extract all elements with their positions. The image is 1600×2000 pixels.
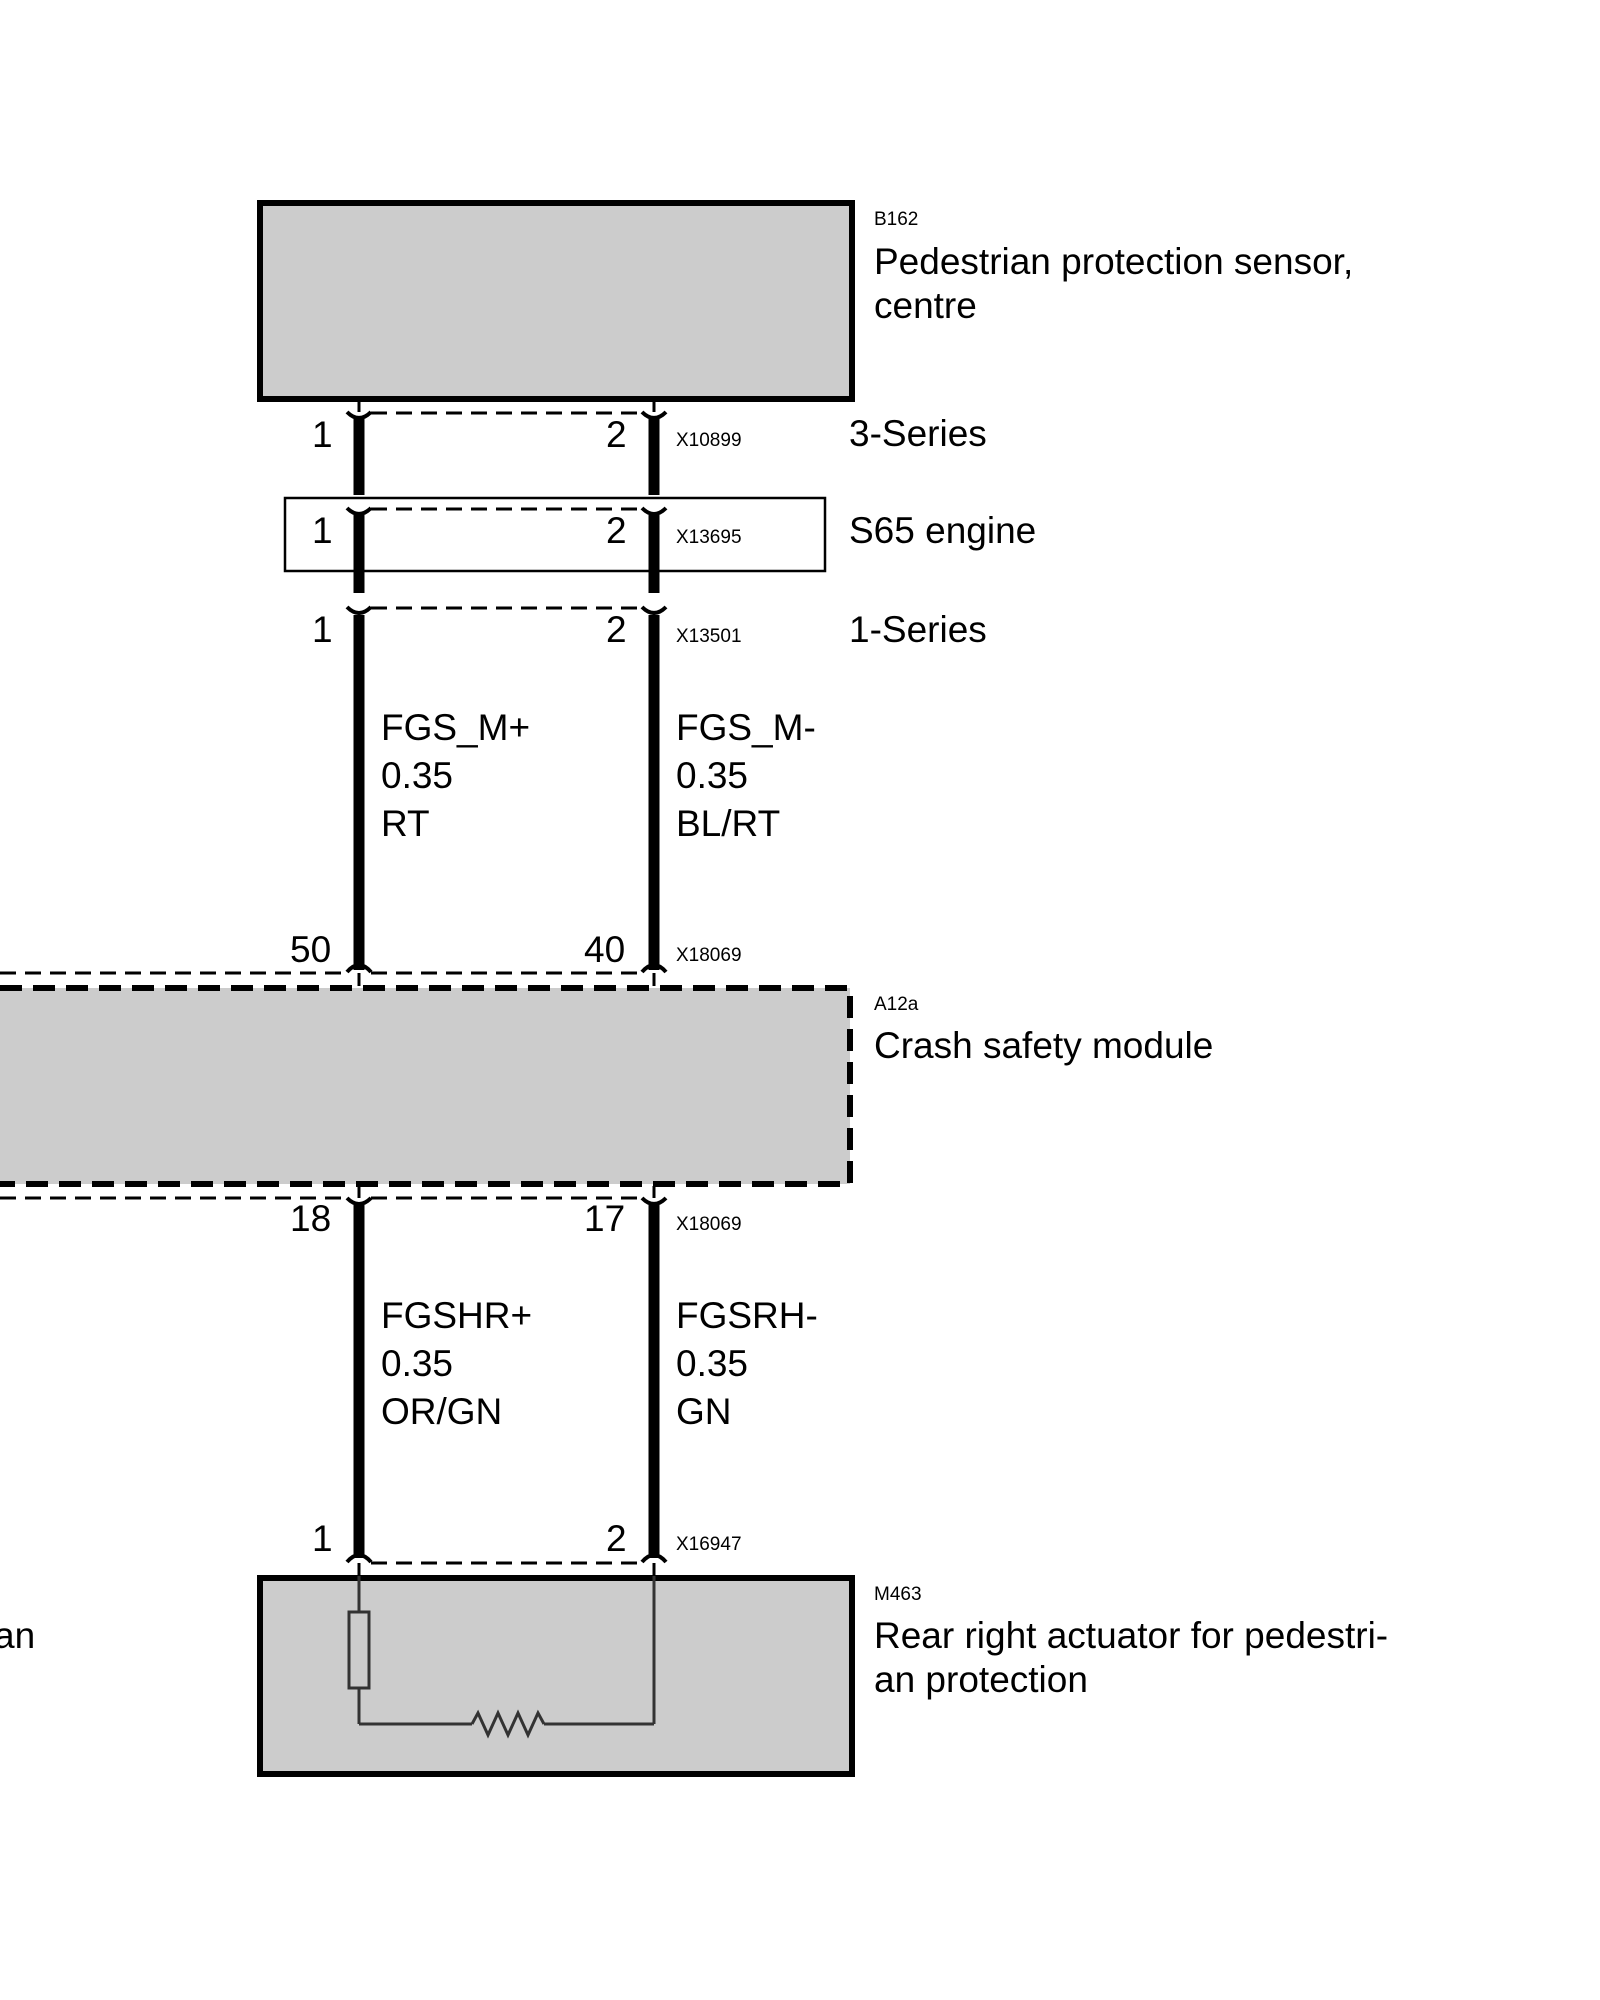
resistor-symbol <box>470 1709 546 1739</box>
a12a-name: Crash safety module <box>874 1025 1213 1066</box>
x13695-code: X13695 <box>676 527 742 548</box>
x13695-variant: S65 engine <box>849 510 1036 551</box>
m463-name-line2: an protection <box>874 1659 1088 1700</box>
x16947-pin-right: 2 <box>606 1518 627 1559</box>
wire-upper-right-color: BL/RT <box>676 803 780 844</box>
cut-off-label-fragment: an <box>0 1615 35 1656</box>
x10899-variant: 3-Series <box>849 413 987 454</box>
x13501-code: X13501 <box>676 626 742 647</box>
x13501-pin-left: 1 <box>312 609 333 650</box>
b162-name-line1: Pedestrian protection sensor, <box>874 241 1353 282</box>
x10899-pin-left: 1 <box>312 414 333 455</box>
x10899-pin-right: 2 <box>606 414 627 455</box>
x18069-top-code: X18069 <box>676 945 742 966</box>
b162-sensor-box[interactable] <box>257 200 855 402</box>
x16947-code: X16947 <box>676 1534 742 1555</box>
s65-engine-outline <box>283 496 827 573</box>
wire-upper-left-gauge: 0.35 <box>381 755 453 796</box>
connector-x13695[interactable] <box>345 506 668 516</box>
connector-x18069-bottom[interactable] <box>0 1186 668 1206</box>
actuator-internal-circuit <box>347 1576 656 1739</box>
upper-wires <box>353 418 660 970</box>
wire-lower-right-gauge: 0.35 <box>676 1343 748 1384</box>
wire-upper-left-signal: FGS_M+ <box>381 707 530 748</box>
connector-x16947[interactable] <box>345 1553 668 1576</box>
a12a-module-fill[interactable] <box>0 988 850 1184</box>
wire-lower-right-signal: FGSRH- <box>676 1295 818 1336</box>
b162-name-line2: centre <box>874 285 977 326</box>
wire-upper-right-gauge: 0.35 <box>676 755 748 796</box>
m463-code: M463 <box>874 1584 922 1605</box>
connector-x10899[interactable] <box>345 399 668 420</box>
wire-upper-left-color: RT <box>381 803 430 844</box>
x18069-bottom-pin-right: 17 <box>584 1198 625 1239</box>
m463-name-line1: Rear right actuator for pedestri- <box>874 1615 1388 1656</box>
x13695-pin-right: 2 <box>606 510 627 551</box>
x10899-code: X10899 <box>676 430 742 451</box>
wire-lower-left-gauge: 0.35 <box>381 1343 453 1384</box>
x18069-top-pin-left: 50 <box>290 929 331 970</box>
lower-wires <box>353 1205 660 1558</box>
wire-lower-right-color: GN <box>676 1391 732 1432</box>
x13695-pin-left: 1 <box>312 510 333 551</box>
wire-lower-left-color: OR/GN <box>381 1391 502 1432</box>
wire-upper-right-signal: FGS_M- <box>676 707 816 748</box>
x18069-top-pin-right: 40 <box>584 929 625 970</box>
x13501-pin-right: 2 <box>606 609 627 650</box>
x18069-bottom-code: X18069 <box>676 1214 742 1235</box>
a12a-code: A12a <box>874 994 919 1015</box>
x16947-pin-left: 1 <box>312 1518 333 1559</box>
actuator-igniter-element <box>347 1610 371 1690</box>
x18069-bottom-pin-left: 18 <box>290 1198 331 1239</box>
connector-x18069-top[interactable] <box>0 963 668 986</box>
b162-code: B162 <box>874 209 918 230</box>
wire-lower-left-signal: FGSHR+ <box>381 1295 532 1336</box>
connector-x13501[interactable] <box>345 605 668 615</box>
a12a-module-outline <box>0 985 853 1187</box>
x13501-variant: 1-Series <box>849 609 987 650</box>
